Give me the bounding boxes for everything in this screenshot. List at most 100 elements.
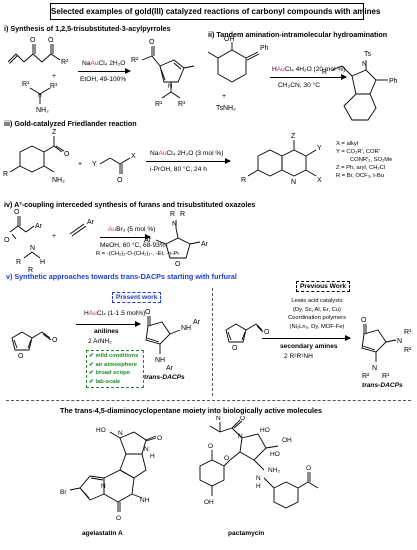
pw-features-box: ✔ mild conditions ✔ air atmosphere ✔ bro… (86, 350, 144, 388)
prev-line-3: Coordination polymers (288, 315, 346, 321)
s1-label-n: N (168, 84, 172, 90)
s3-legend-y2: CONR'₂, SO₂Me (350, 157, 393, 163)
s1-label-r3p: R³ (178, 101, 186, 108)
pa-label-nh2: NH₂ (268, 467, 280, 474)
prev-reagent-2: 2 R²R¹NH (284, 353, 313, 360)
s1-reagent: NaAuCl₄ 2H₂O (82, 60, 126, 67)
ag-label-n3: N (101, 483, 106, 490)
previous-work-scheme: O O O N R¹ R² N R² R¹ (225, 317, 412, 380)
prev-arrow (262, 335, 351, 341)
figure-title: Selected examples of gold(III) catalyzed… (50, 3, 380, 20)
s2-label-oh: OH (224, 36, 235, 43)
agelastatin-structure: HO N O H N Br N NH O (60, 427, 162, 522)
s4-label-rp2: R (180, 211, 185, 218)
s1-label-r1p: R¹ (155, 101, 163, 108)
pactamycin-structure: N O N HO HO OH NH₂ OH O O N H O (199, 416, 319, 509)
s3-conditions: i-PrOH, 80 °C, 24 h (150, 166, 207, 173)
s4-reagent: AuBr₃ (5 mol %) (108, 226, 156, 233)
s1-label-r3: R³ (50, 83, 58, 90)
s1-label-o1: O (30, 37, 36, 44)
prev-prod-r2: R² (404, 347, 412, 354)
section-i-title: i) Synthesis of 1,2,5-trisubstituted-3-a… (4, 24, 171, 33)
s2-label-ph: Ph (260, 45, 269, 52)
s2-arrow (270, 74, 347, 80)
section-v-title: v) Synthetic approaches towards trans-DA… (6, 272, 237, 281)
section-iii-scheme: Z O R NH₂ + Y O X Z Y R N X (3, 129, 322, 186)
pw-furfural-o-ring: O (18, 353, 24, 360)
pw-prod-ar1: Ar (193, 319, 201, 326)
s3-label-o2: O (117, 177, 123, 184)
ag-label-o2: O (116, 515, 121, 522)
s3-legend: X = alkyl Y = CO₂R', COR' CONR'₂, SO₂Me … (336, 140, 392, 180)
previous-work-label: Previous Work (296, 281, 351, 292)
s3-legend-z: Z = Ph, aryl, CH₂Cl (336, 165, 386, 171)
s4-arrow (100, 234, 151, 240)
s4-r-definition: R = -(CH₂)₂-O-(CH₂)₂-, -Et, -n-Pr (96, 251, 180, 257)
s1-label-op: O (149, 39, 155, 46)
divider-horizontal (6, 400, 411, 401)
s2-label-plus: + (222, 93, 226, 100)
s1-label-r1: R¹ (22, 81, 30, 88)
s1-conditions: EtOH, 49-100% (80, 76, 127, 83)
s1-label-h: H (38, 93, 42, 99)
s4-label-ar2: Ar (87, 219, 95, 226)
prev-conditions: Lewis acid catalysts (Dy, Sc, Al, Er, Cu… (272, 297, 362, 331)
s2-label-r: R (322, 69, 327, 76)
s3-label-x: X (131, 153, 136, 160)
s1-arrow (78, 68, 131, 74)
section-iii-title: iii) Gold-catalyzed Friedlander reaction (4, 119, 137, 128)
pw-furfural-o-ald: O (52, 337, 58, 344)
s3-arrow (146, 158, 231, 164)
divider-vertical (212, 288, 213, 396)
pw-reagent-arnh2: 2 ArNH₂ (88, 338, 112, 345)
pw-prod-nh2: NH (155, 357, 165, 364)
pa-label-o4: O (306, 465, 311, 472)
s4-label-arp2: Ar (201, 241, 209, 248)
pa-label-oh1: OH (282, 437, 292, 444)
prev-reagent: secondary amines (280, 343, 338, 350)
s1-label-plus: + (52, 73, 56, 80)
s2-label-ts: Ts (364, 51, 372, 58)
section-iv-title: iv) A³-coupling interceded synthesis of … (4, 200, 256, 209)
prev-prod-n1: N (397, 338, 402, 345)
s4-conditions: MeOH, 60 °C, 68-93% (100, 242, 166, 249)
s3-legend-r: R = Br, OCF₃, t-Bu (336, 173, 384, 179)
pw-arrow (76, 321, 141, 327)
pw-prod-ar2: Ar (166, 365, 174, 372)
s4-label-o2: O (4, 237, 10, 244)
pw-feature-3: ✔ broad scope (89, 370, 130, 376)
s3-legend-x: X = alkyl (336, 141, 359, 147)
pw-feature-2: ✔ air atmosphere (89, 361, 138, 368)
s3-label-rp: R (241, 177, 246, 184)
pa-label-n1: N (216, 416, 221, 422)
prev-prod-o: O (361, 317, 367, 324)
prev-line-4: (Ni₂Ln₂, Dy, MOF-Fe) (289, 323, 345, 330)
s4-label-ar1: Ar (35, 223, 43, 230)
present-work-label: Present work (112, 292, 162, 303)
prev-line-2: (Dy, Sc, Al, Er, Cu) (293, 306, 341, 313)
section-i-scheme: O O R² R¹ R³ NH₂ + H R² O R¹ R³ N (7, 37, 195, 114)
prev-prod-n2: N (372, 365, 377, 372)
pw-prod-nh1: NH (181, 325, 191, 332)
present-work-scheme: O O O NH Ar NH Ar (11, 309, 201, 372)
section-ii-scheme: OH Ph + TsNH₂ R N Ts Ph (207, 36, 398, 121)
s1-label-r2: R² (61, 59, 69, 66)
s3-label-yp: Y (317, 145, 322, 152)
pa-label-oh2: OH (204, 499, 214, 506)
s4-label-h: H (40, 259, 45, 266)
prev-prod-r1b: R¹ (382, 373, 390, 380)
molecule-1-name: agelastatin A (82, 530, 123, 537)
pw-prod-o: O (145, 309, 151, 316)
s4-label-plus: + (52, 233, 56, 240)
s3-label-xp: X (317, 177, 322, 184)
ag-label-ho: HO (96, 427, 106, 434)
prev-product-name: trans-DACPs (362, 382, 403, 389)
pa-label-n2: N (238, 433, 243, 440)
pw-feature-4: ✔ lab-scale (89, 378, 121, 385)
s1-label-nh2: NH₂ (36, 107, 49, 114)
pa-label-ho1: HO (260, 427, 270, 434)
s4-label-r1: R (16, 259, 21, 266)
s3-label-z: Z (52, 129, 57, 136)
prev-line-1: Lewis acid catalysts (291, 298, 343, 304)
s3-label-nh2: NH₂ (52, 177, 65, 184)
